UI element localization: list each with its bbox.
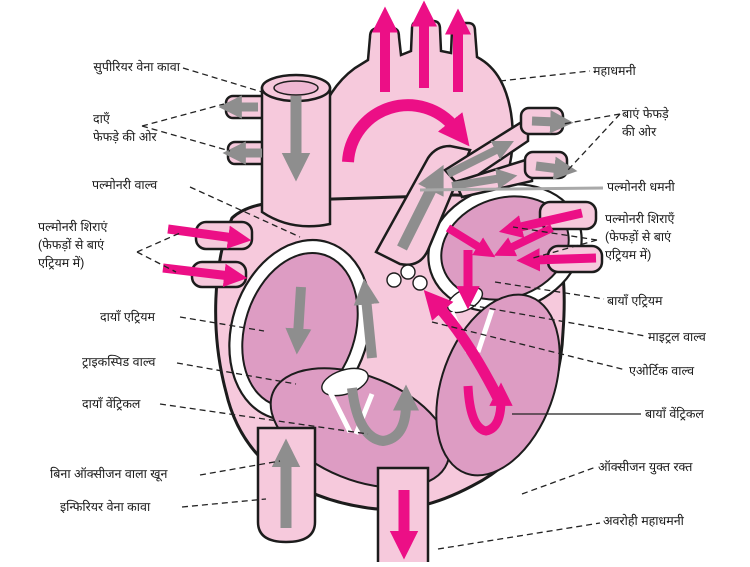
to-left-lung-upper-arrow-icon	[531, 110, 574, 134]
label-left-ventricle: बायाँ वेंट्रिकल	[645, 407, 704, 421]
label-aortic-valve: एओर्टिक वाल्व	[629, 364, 695, 378]
right-atrium-down-arrow-icon	[285, 286, 312, 355]
pv-right-upper-arrow-icon	[498, 208, 583, 239]
oxygenated-flow-arrows	[162, 0, 597, 560]
pa-branch-upper-arrow-icon	[446, 141, 514, 178]
label-right-ventricle: दायाँ वेंट्रिकल	[82, 397, 141, 411]
to-left-lung-lower-arrow-icon	[535, 156, 578, 180]
label-oxygenated-blood: ऑक्सीजन युक्त रक्त	[598, 460, 693, 474]
la-converge-left-arrow-icon	[445, 224, 496, 258]
label-descending-aorta: अवरोही महाधमनी	[603, 514, 684, 528]
label-pulmonary-veins-left: पल्मोनरी शिराएं (फेफड़ों से बाएं एट्रियम…	[38, 220, 108, 271]
label-to-left-lung: बाएं फेफड़े की ओर	[622, 107, 669, 140]
label-pulmonary-veins-right: पल्मोनरी शिराएँ (फेफड़ों से बाएं एट्रियम…	[605, 212, 675, 263]
label-tricuspid-valve: ट्राइकस्पिड वाल्व	[82, 355, 156, 369]
pv-left-upper-arrow-icon	[167, 224, 252, 249]
label-right-atrium: दायाँ एट्रियम	[100, 310, 156, 324]
pv-left-lower-arrow-icon	[162, 263, 248, 287]
pa-branch-lower-arrow-icon	[451, 168, 518, 190]
pv-right-lower-arrow-icon	[516, 248, 597, 272]
label-aorta: महाधमनी	[593, 64, 636, 78]
label-left-atrium: बायाँ एट्रियम	[607, 294, 663, 308]
lv-uturn-arrow-icon	[463, 382, 513, 436]
label-pulmonary-valve: पल्मोनरी वाल्व	[92, 178, 158, 192]
label-deoxygenated-blood: बिना ऑक्सीजन वाला खून	[50, 467, 168, 481]
leader-lines	[136, 67, 646, 550]
rv-uturn-arrow-icon	[347, 384, 419, 447]
pulmonary-trunk-up-arrow-icon	[397, 164, 444, 251]
label-superior-vena-cava: सुपीरियर वेना कावा	[93, 60, 180, 74]
rv-inflow-up-arrow-icon	[353, 278, 380, 359]
deoxygenated-flow-arrows	[218, 95, 578, 528]
label-pulmonary-artery: पल्मोनरी धमनी	[607, 180, 675, 194]
label-mitral-valve: माइट्रल वाल्व	[648, 330, 706, 344]
label-inferior-vena-cava: इन्फिरियर वेना कावा	[60, 500, 151, 514]
label-to-right-lung: दाएँ फेफड़े की ओर	[93, 112, 157, 145]
aortic-arch-curved-arrow-icon	[342, 99, 470, 163]
